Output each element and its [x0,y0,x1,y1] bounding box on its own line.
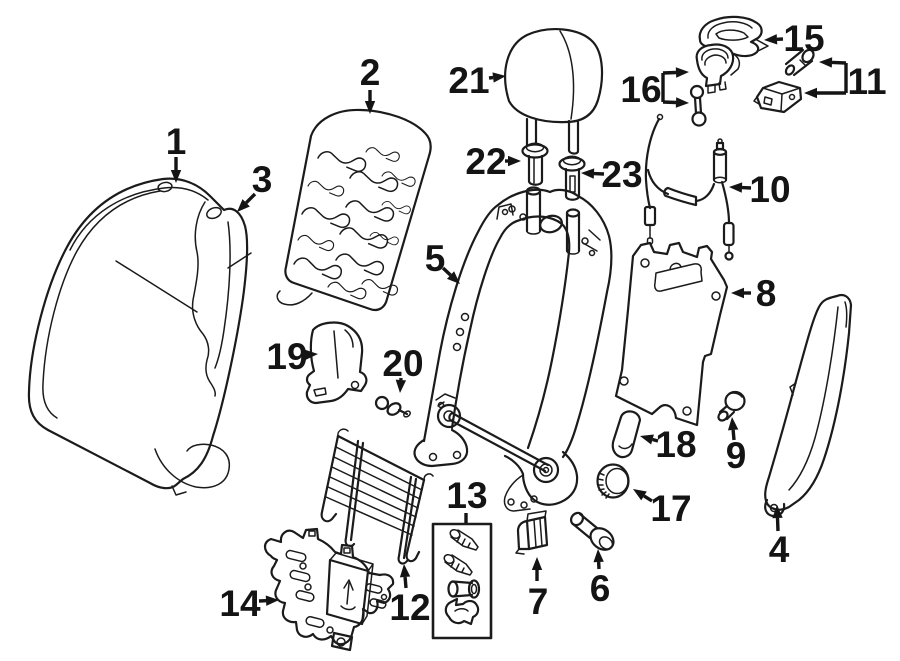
release-cable-drawing [643,113,735,261]
arrowhead [729,182,743,193]
lumbar-plate-drawing [263,527,395,652]
callout-11: 11 [847,61,886,102]
callout-7: 7 [528,581,549,622]
arrowhead [446,271,460,284]
lumbar-grid-drawing [320,428,434,565]
arrowhead [399,564,411,578]
release-lever-drawing [611,410,642,459]
link-rod-drawing [689,84,707,127]
seat-back-pad-drawing [276,108,432,312]
arrowhead [492,72,506,83]
arrowhead [508,155,521,167]
leader-line [652,437,659,443]
back-panel-drawing [614,241,729,427]
headrest-guide-left-drawing [521,142,549,186]
callout-5: 5 [425,238,446,279]
leader-line [731,429,736,441]
arrowhead [633,489,647,501]
screw-20-drawing [374,395,411,418]
leader-line [441,266,452,277]
callout-6: 6 [590,568,611,609]
leader-line [643,494,653,503]
headrest-drawing [504,28,604,155]
callout-19: 19 [266,336,307,377]
retainer-clip-drawing [515,510,549,555]
callout-1: 1 [166,121,187,162]
latch-handle-drawing [695,43,741,94]
leader-line [403,576,408,589]
callout-9: 9 [726,435,747,476]
module-drawing [753,80,803,114]
arrowhead [675,67,689,78]
callout-14: 14 [219,583,261,624]
arrowhead [819,57,833,68]
leader-line [775,517,780,532]
arrowhead [727,417,739,431]
callout-23: 23 [601,154,642,195]
callout-4: 4 [769,529,790,570]
arrowhead [581,168,595,179]
hardware-kit-drawing [431,522,493,640]
screw-11-drawing [784,48,815,77]
arrowhead [764,34,778,45]
callout-3: 3 [252,159,273,200]
callout-20: 20 [382,343,423,384]
arrowhead [265,595,279,606]
seat-back-frame-drawing [413,186,613,512]
arrowhead [593,549,604,563]
side-trim-shield-drawing [764,293,853,518]
callout-12: 12 [389,587,430,628]
arrowhead [731,287,744,299]
arrowhead [395,379,407,393]
callout-8: 8 [756,273,777,314]
side-cover-drawing [305,321,368,405]
seat-back-cover-drawing [27,177,252,496]
callout-16: 16 [620,69,661,110]
arrowhead [237,199,250,212]
arrowhead [531,557,543,570]
fastener-pin-drawing [717,390,746,422]
arrowhead [170,170,182,183]
leader-line [662,70,677,75]
arrowhead [304,349,318,361]
screw-6-drawing [569,511,615,551]
leader-line [662,100,677,105]
arrowhead [772,505,783,519]
callout-17: 17 [650,488,691,529]
callout-21: 21 [448,60,489,101]
callout-22: 22 [465,141,506,182]
arrowhead [675,97,689,108]
callout-18: 18 [655,424,696,465]
arrowhead [804,87,817,99]
callout-2: 2 [360,52,381,93]
callout-13: 13 [446,475,487,516]
callout-15: 15 [783,18,824,59]
leader-line [831,60,847,65]
leader-line [244,192,257,205]
callout-10: 10 [749,169,790,210]
adjuster-knob-drawing [596,463,630,499]
arrowhead [640,434,654,445]
arrowhead [364,101,376,114]
